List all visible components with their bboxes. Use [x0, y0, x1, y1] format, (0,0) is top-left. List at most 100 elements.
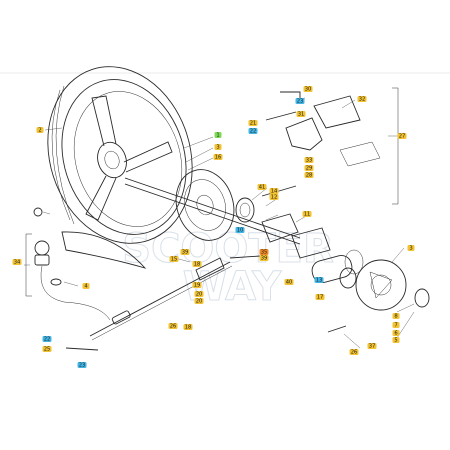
part-callout-11: 11: [302, 211, 312, 217]
callout-marker: [269, 188, 279, 194]
callout-label: 13: [316, 277, 323, 283]
callout-marker: [397, 133, 407, 139]
callout-label: 40: [286, 279, 293, 285]
callout-marker: [296, 111, 306, 117]
part-callout-14: 14: [269, 188, 279, 194]
callout-label: 15: [171, 256, 178, 262]
part-callout-19: 19: [192, 282, 202, 288]
callout-label: 37: [369, 343, 376, 349]
part-callout-5: 5: [392, 337, 400, 343]
part-callout-26: 26: [168, 323, 178, 329]
callout-label: 28: [306, 172, 313, 178]
callout-marker: [194, 291, 204, 297]
callout-marker: [82, 283, 90, 289]
part-callout-30: 30: [303, 86, 313, 92]
part-callout-20: 20: [194, 298, 204, 304]
callout-marker: [304, 165, 314, 171]
callout-marker: [295, 98, 305, 104]
callout-label: 29: [306, 165, 313, 171]
bracket-27: [392, 87, 399, 205]
part-callout-13: 13: [314, 277, 324, 283]
callout-marker: [180, 249, 190, 255]
callout-marker: [42, 346, 52, 352]
callout-marker: [168, 323, 178, 329]
part-callout-18: 18: [183, 324, 193, 330]
part-callout-39: 39: [259, 255, 269, 261]
part-callout-8: 8: [392, 313, 400, 319]
callout-marker: [407, 245, 415, 251]
callout-marker: [248, 120, 258, 126]
callout-marker: [214, 144, 222, 150]
callout-marker: [392, 313, 400, 319]
rear-wheel: [47, 66, 193, 244]
callout-marker: [248, 128, 258, 134]
callout-label: 8: [394, 313, 397, 319]
part-callout-16: 16: [213, 154, 223, 160]
rear-sprocket: [355, 259, 407, 311]
callout-marker: [183, 324, 193, 330]
callout-label: 22: [44, 336, 51, 342]
brake-disc: [175, 169, 235, 241]
callout-marker: [36, 127, 44, 133]
part-callout-10: 10: [235, 227, 245, 233]
callout-label: 39: [182, 249, 189, 255]
hub-spacers: [235, 197, 364, 289]
callout-label: 14: [271, 188, 278, 194]
part-callout-22: 22: [248, 128, 258, 134]
callout-label: 39: [261, 255, 268, 261]
callout-label: 33: [306, 157, 313, 163]
part-callout-34: 34: [12, 259, 22, 265]
callout-marker: [213, 154, 223, 160]
part-callout-37: 37: [367, 343, 377, 349]
callout-marker: [304, 172, 314, 178]
part-callout-40: 40: [284, 279, 294, 285]
callout-label: 3: [409, 245, 412, 251]
brake-rod-assembly: [89, 257, 233, 341]
callout-label: 6: [394, 330, 397, 336]
part-callout-28: 28: [304, 172, 314, 178]
part-callout-15: 15: [169, 256, 179, 262]
callout-marker: [192, 282, 202, 288]
callout-label: 31: [298, 111, 305, 117]
callout-marker: [302, 211, 312, 217]
callout-marker: [42, 336, 52, 342]
callout-marker: [367, 343, 377, 349]
callout-marker: [214, 132, 222, 138]
callout-label: 32: [359, 96, 366, 102]
part-callout-2: 2: [36, 127, 44, 133]
callout-marker: [357, 96, 367, 102]
part-callout-32: 32: [357, 96, 367, 102]
callout-marker: [259, 255, 269, 261]
part-callout-25: 25: [42, 346, 52, 352]
part-callout-33: 33: [304, 157, 314, 163]
callout-label: 26: [170, 323, 177, 329]
part-callout-39: 39: [180, 249, 190, 255]
callout-marker: [77, 362, 87, 368]
part-callout-3: 3: [214, 144, 222, 150]
part-callout-26: 26: [349, 349, 359, 355]
watermark-text-top: SCOOTER: [122, 226, 334, 272]
callout-marker: [259, 249, 269, 255]
callout-label: 1: [216, 132, 219, 138]
callout-marker: [269, 194, 279, 200]
callout-label: 22: [250, 128, 257, 134]
callout-label: 30: [305, 86, 312, 92]
part-callout-17: 17: [315, 294, 325, 300]
part-callout-21: 21: [248, 120, 258, 126]
callout-label: 25: [44, 346, 51, 352]
part-callout-7: 7: [392, 322, 400, 328]
callout-label: 41: [259, 184, 266, 190]
callout-label: 27: [399, 133, 406, 139]
callout-marker: [235, 227, 245, 233]
part-callout-6: 6: [392, 330, 400, 336]
callout-marker: [257, 184, 267, 190]
callout-label: 35: [261, 249, 268, 255]
callout-label: 17: [317, 294, 324, 300]
callout-marker: [192, 261, 202, 267]
callout-label: 10: [237, 227, 244, 233]
callout-label: 5: [394, 337, 397, 343]
rear-axle: [124, 177, 301, 245]
